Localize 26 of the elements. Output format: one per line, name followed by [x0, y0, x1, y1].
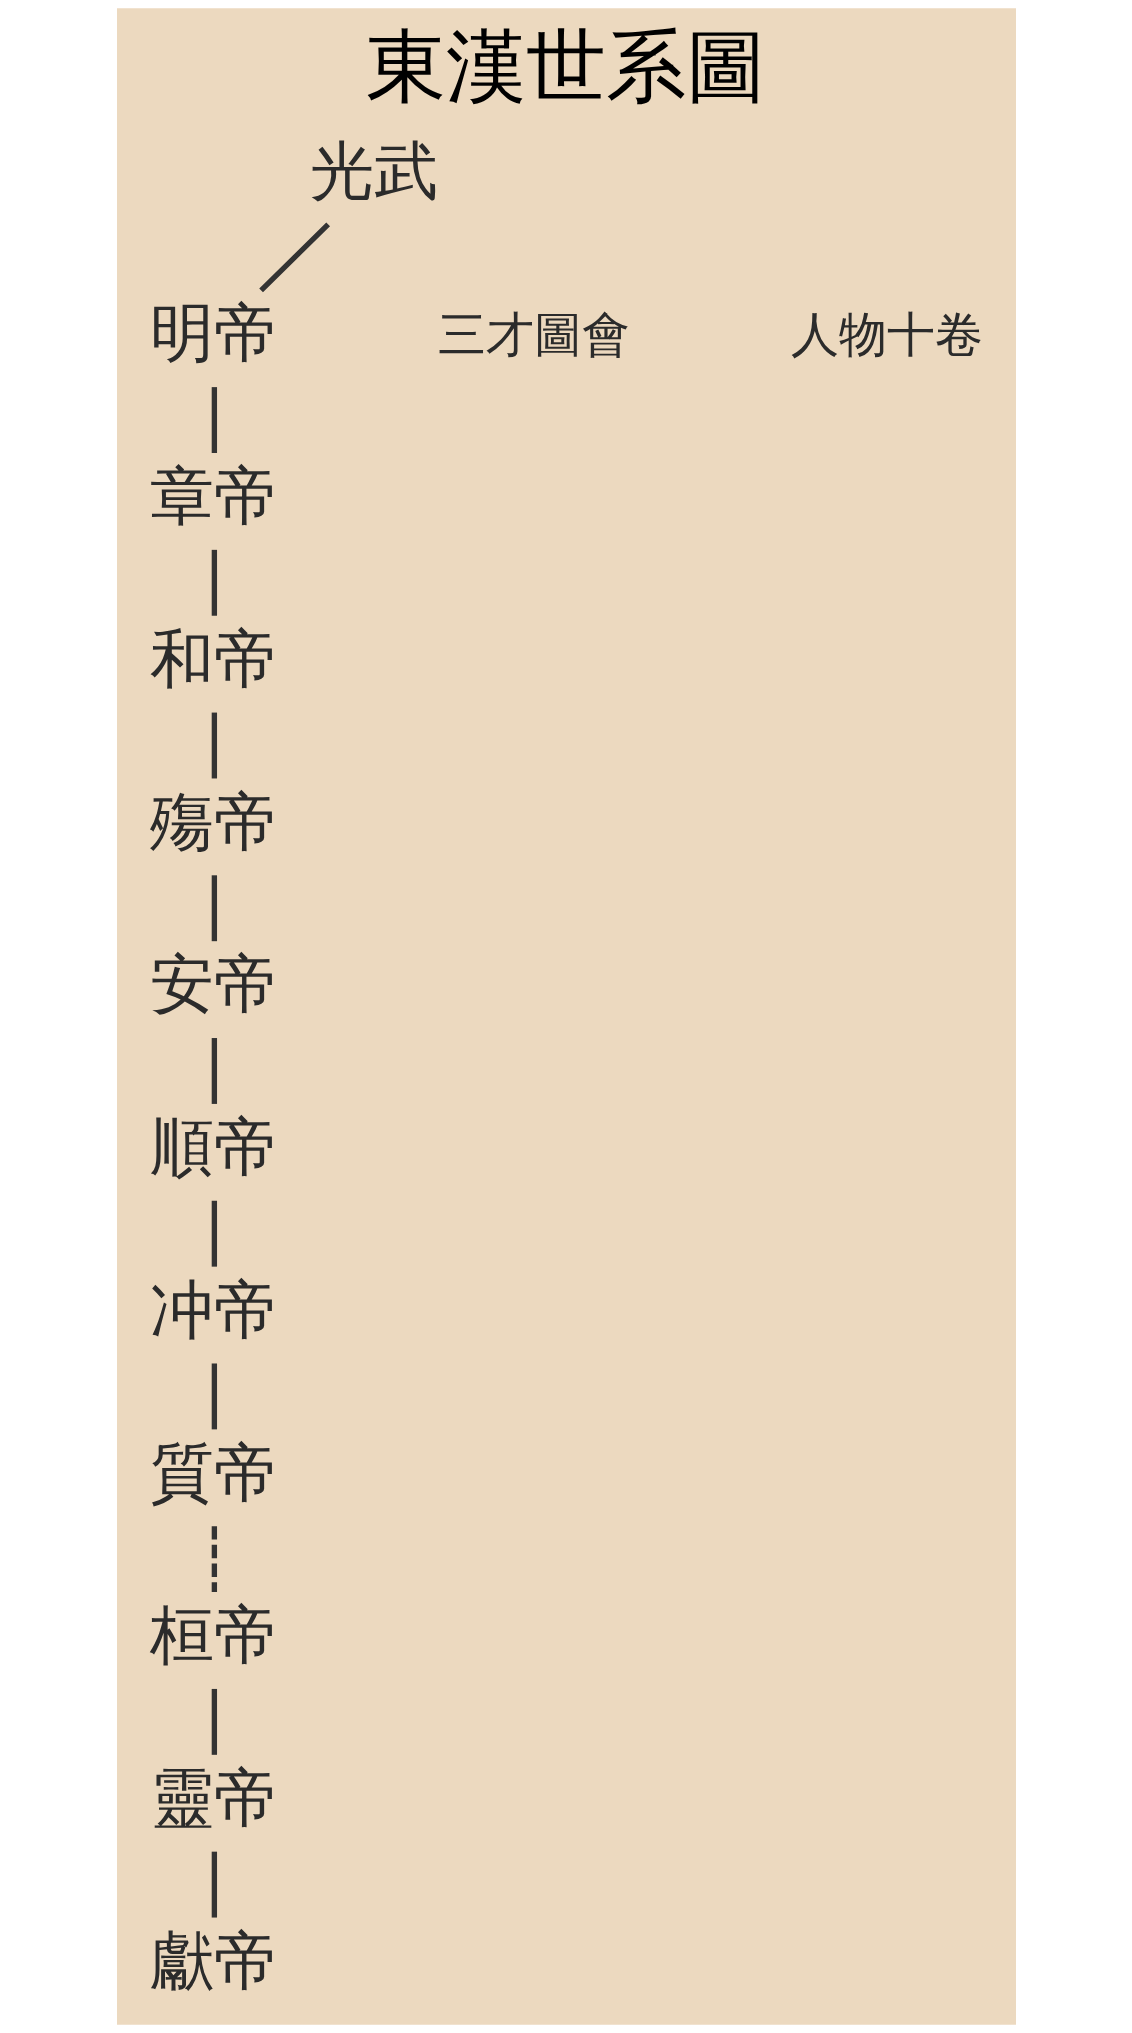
- connector: [211, 1363, 217, 1430]
- node-text: 和帝: [149, 621, 278, 696]
- connector: [258, 222, 330, 293]
- connector: [211, 549, 217, 616]
- node-text: 獻帝: [149, 1923, 278, 1998]
- diagram-title: 東漢世系圖: [366, 19, 766, 113]
- node-text: 明帝: [149, 296, 278, 371]
- label: 人物十卷: [790, 305, 983, 362]
- connector: [211, 875, 217, 942]
- node-text: 安帝: [149, 947, 278, 1022]
- node-text: 殤帝: [149, 784, 278, 859]
- node-text: 質帝: [149, 1435, 278, 1510]
- connector: [211, 1038, 217, 1104]
- connector: [211, 1851, 217, 1918]
- connector: [211, 387, 217, 453]
- connector: [211, 1688, 217, 1755]
- node-text: 冲帝: [149, 1272, 278, 1347]
- connector: [211, 712, 217, 779]
- node-text: 桓帝: [149, 1598, 278, 1673]
- node-text: 光武: [309, 133, 438, 208]
- node-text: 章帝: [149, 459, 278, 534]
- node-text: 順帝: [149, 1110, 278, 1185]
- connector: [211, 1200, 217, 1267]
- label: 三才圖會: [437, 305, 630, 362]
- node-text: 靈帝: [149, 1761, 278, 1835]
- connector: [211, 1526, 217, 1593]
